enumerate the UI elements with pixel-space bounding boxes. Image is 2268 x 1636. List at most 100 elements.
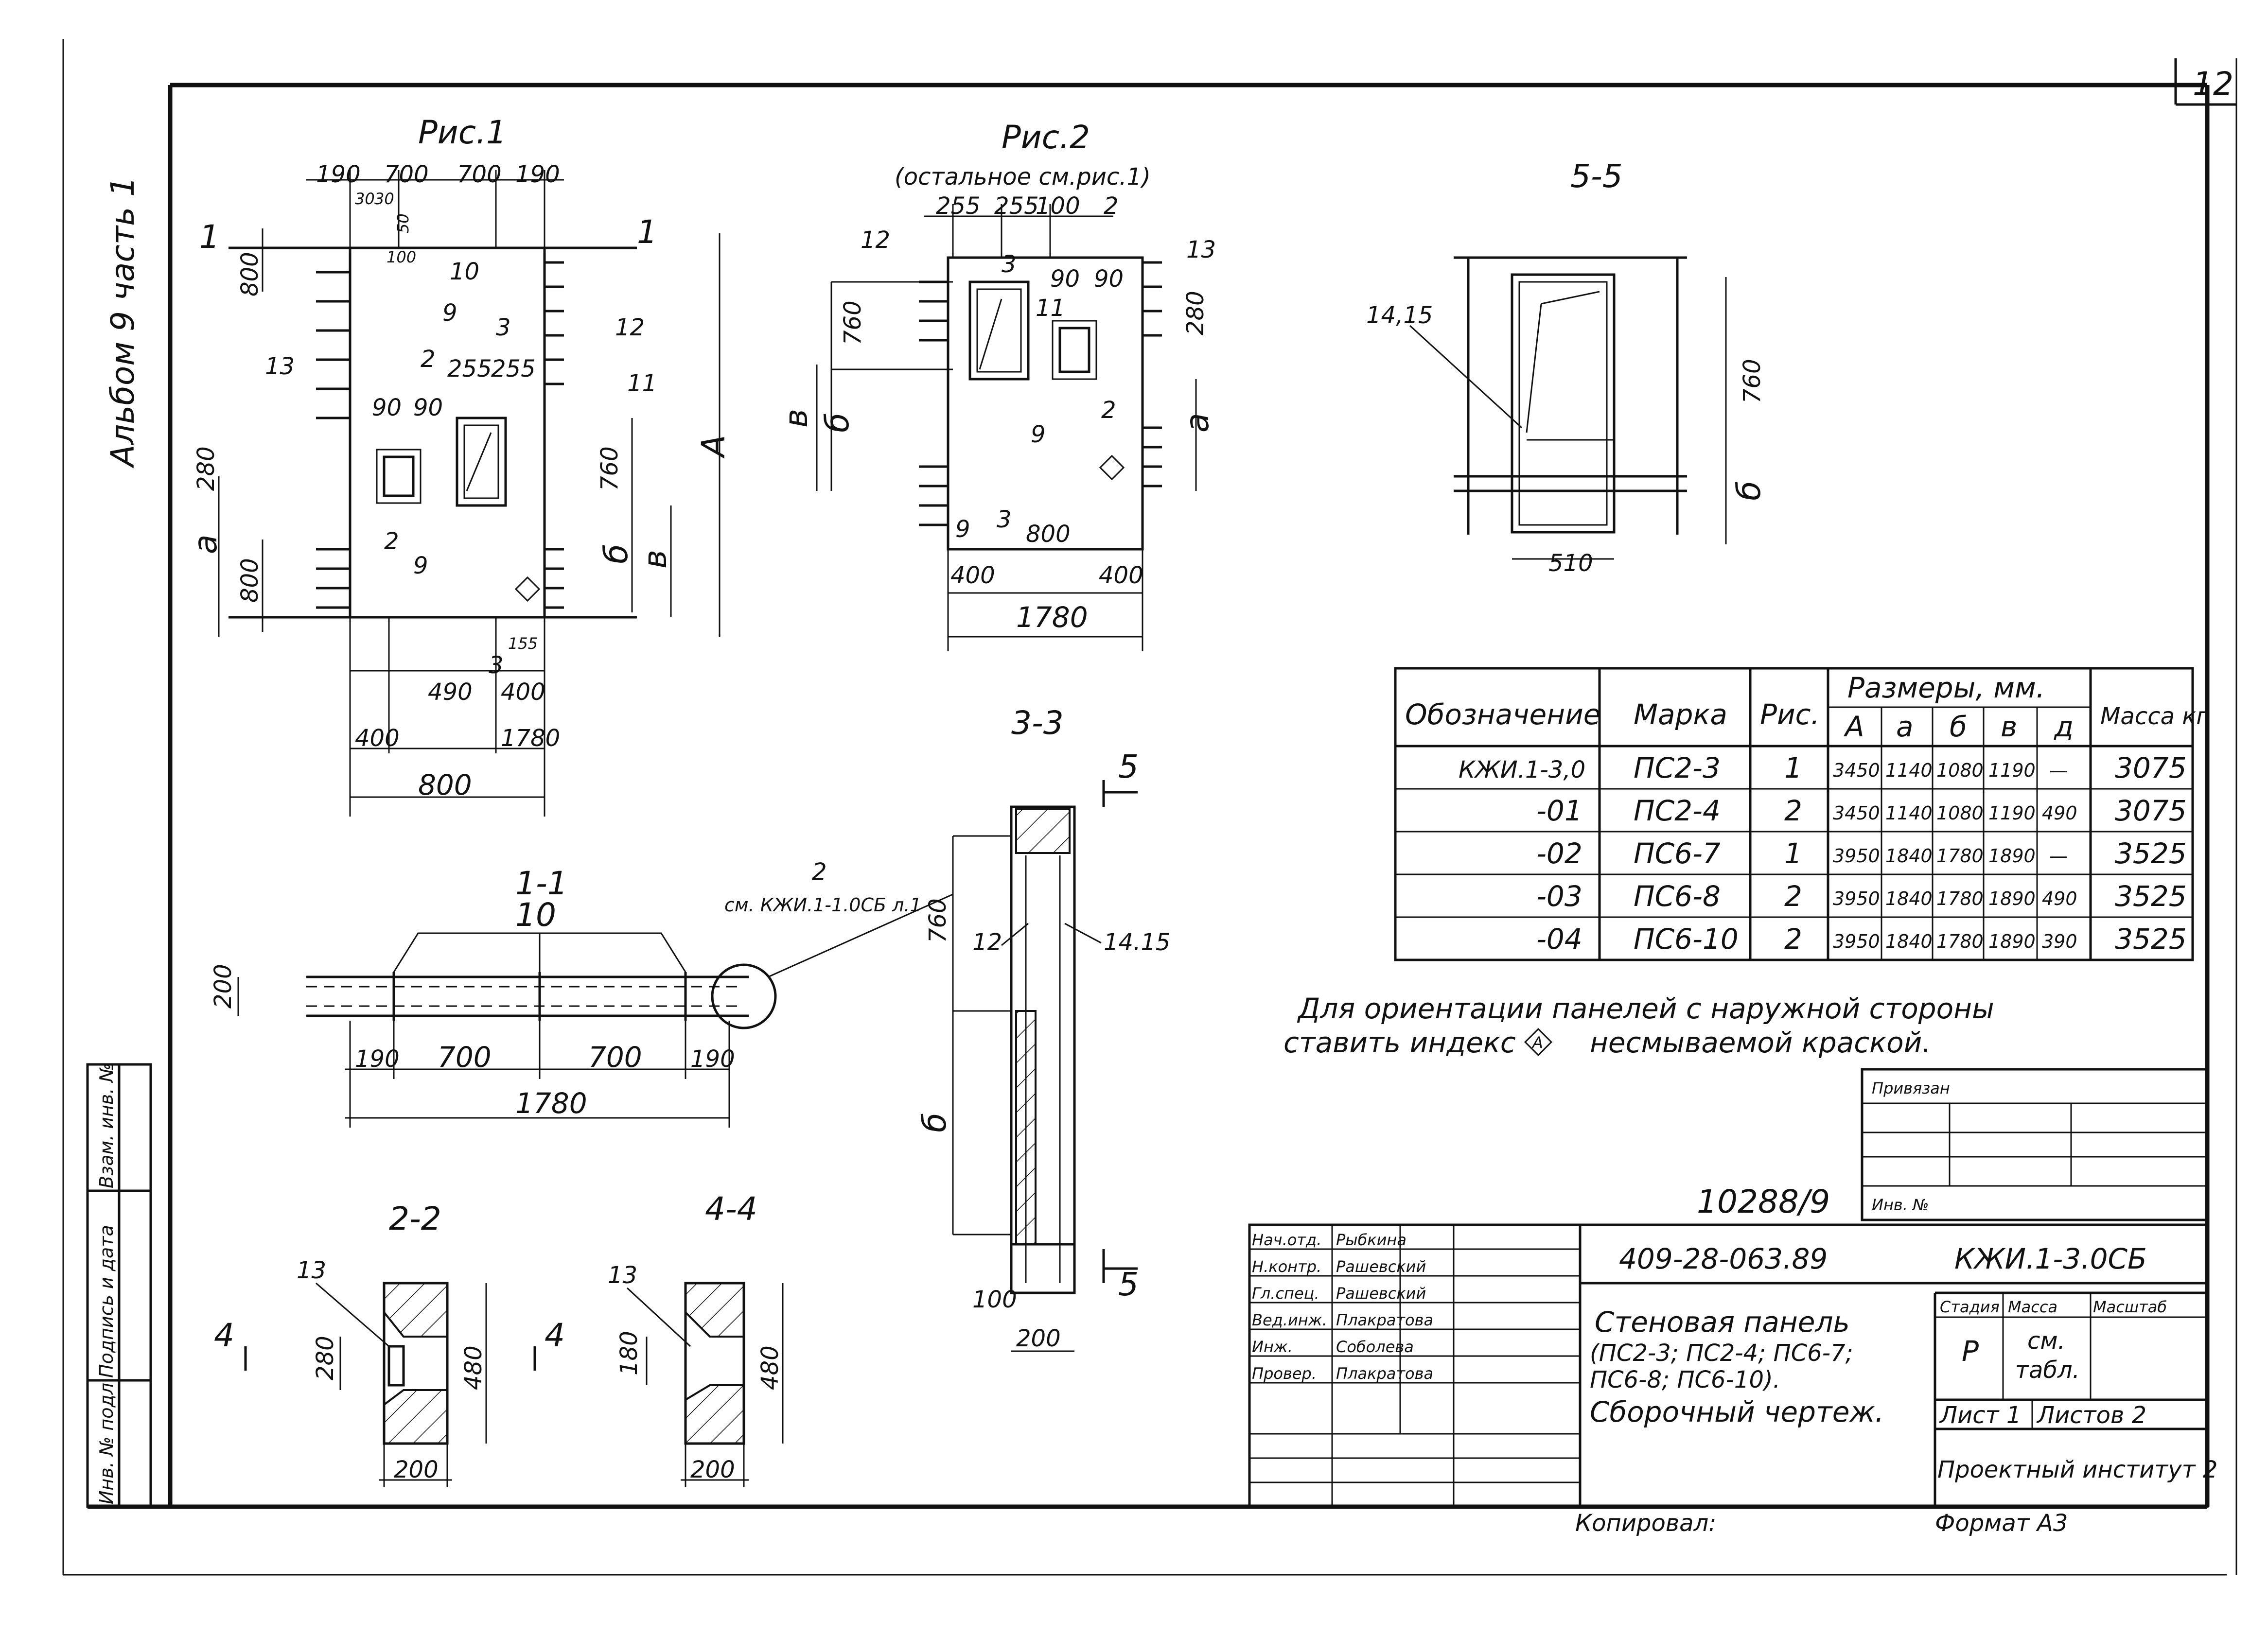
album-label: Альбом 9 часть 1 [104, 176, 141, 469]
orientation-index-letter: А [1531, 1033, 1543, 1052]
sec33-label-1415: 14.15 [1104, 929, 1170, 956]
fig1-label-3b: 3 [489, 652, 504, 679]
fig2-dim-1780: 1780 [1016, 601, 1088, 634]
fig1-label-1b: 1 [637, 213, 657, 251]
row3-b: 1780 [1936, 845, 1984, 867]
note-line-2a: ставить индекс [1283, 1026, 1516, 1059]
side-stamp-replace: Взам. инв. № [96, 1063, 117, 1188]
fig1-title: Рис.1 [418, 114, 507, 151]
mass-label: Масса [2008, 1298, 2057, 1316]
fig2-dim-400a: 400 [950, 562, 995, 589]
fig1-dim-30b: 30 [374, 190, 394, 208]
sec22-dim-280: 280 [312, 1336, 339, 1380]
table-col-A: А [1843, 710, 1864, 743]
sec11-label-2: 2 [812, 858, 827, 886]
fig1-dim-90b: 90 [413, 394, 443, 421]
sec33-title: 3-3 [1011, 704, 1064, 742]
row3-d: — [2049, 845, 2068, 867]
fig2-dim-255a: 255 [936, 192, 981, 220]
stamp-role-3: Гл.спец. [1252, 1284, 1319, 1303]
row4-mark: ПС6-8 [1634, 880, 1721, 913]
sec33-label-5a: 5 [1118, 748, 1139, 785]
fig2-dim-255b: 255 [994, 192, 1039, 220]
fig1-dim-1780: 800 [418, 768, 472, 801]
title-block [1248, 1223, 2209, 1508]
fig2-label-3b: 3 [997, 506, 1012, 533]
fig2-dim-90b: 90 [1094, 265, 1124, 293]
fig1-dim-400a: 400 [355, 725, 400, 752]
row4-d: 490 [2042, 888, 2077, 909]
sheets-label: Листов 2 [2036, 1402, 2146, 1429]
row5-v: 1890 [1988, 931, 2036, 952]
fig1-dim-490: 400 [501, 679, 545, 706]
sec55-dim-b: б [1730, 481, 1768, 501]
mass-value-2: табл. [2015, 1357, 2080, 1384]
row2-A: 3450 [1833, 802, 1880, 824]
row3-v: 1890 [1988, 845, 2036, 867]
fig1-dim-400b: 1780 [501, 725, 560, 752]
row5-A: 3950 [1833, 931, 1880, 952]
sec22-dim-200: 200 [394, 1456, 439, 1483]
section-4-4: 4-4 13 180 480 200 [608, 1190, 784, 1487]
fig2-label-3a: 3 [1002, 251, 1017, 278]
fig1-dim-760: 760 [596, 446, 623, 491]
side-stamp [86, 1063, 152, 1508]
approval-label: Привязан [1872, 1079, 1950, 1097]
section-1-1: 1-1 10 2 см. КЖИ.1-1.0СБ л.1 200 190 700… [210, 858, 953, 1128]
row4-b: 1780 [1936, 888, 1984, 909]
doc-title-4: Сборочный чертеж. [1590, 1395, 1884, 1428]
table-row: -04 ПС6-10 2 3950 1840 1780 1890 390 352… [1536, 922, 2187, 956]
row2-v: 1190 [1988, 802, 2036, 824]
stage-value: Р [1962, 1335, 1979, 1368]
fig2-dim-760: 760 [839, 300, 866, 345]
figure-2: Рис.2 (остальное см.рис.1) 255 [777, 119, 1216, 651]
fig1-dim-800top: 800 [236, 252, 264, 296]
sec33-label-12: 12 [972, 929, 1002, 956]
row3-mass: 3525 [2115, 837, 2187, 870]
sec11-dim-1780: 1780 [515, 1087, 587, 1120]
row5-fig: 2 [1784, 922, 1802, 956]
fig1-dim-50: 50 [394, 213, 412, 233]
fig2-label-2b: 2 [1101, 397, 1116, 424]
sec55-dim-760: 760 [1739, 359, 1766, 403]
table-header-dimensions: Размеры, мм. [1847, 671, 2045, 704]
sec22-label-13: 13 [297, 1257, 326, 1284]
row4-fig: 2 [1784, 880, 1802, 913]
table-header-mass: Масса кг [2100, 703, 2209, 730]
sec44-label-13: 13 [608, 1262, 637, 1289]
row5-mark: ПС6-10 [1634, 922, 1739, 956]
sheet-number: 12 [2193, 65, 2233, 103]
row1-mark: ПС2-3 [1634, 751, 1721, 784]
row3-a: 1840 [1885, 845, 1933, 867]
fig1-label-12: 12 [615, 314, 645, 341]
sec22-title: 2-2 [389, 1200, 441, 1237]
row2-a: 1140 [1885, 802, 1933, 824]
fig1-label-2a: 2 [421, 346, 436, 373]
sec33-dim-760: 760 [924, 898, 951, 943]
stamp-name-2: Рашевский [1336, 1257, 1426, 1276]
sec44-dim-480: 480 [756, 1345, 784, 1390]
sec11-dim-700b: 700 [588, 1041, 642, 1074]
row5-designation: -04 [1536, 922, 1582, 956]
row4-v: 1890 [1988, 888, 2036, 909]
fig1-label-a: а [187, 535, 224, 554]
spec-table [1394, 667, 2194, 961]
doc-number: 409-28-063.89 [1619, 1242, 1828, 1275]
table-col-a: а [1896, 710, 1914, 743]
fig2-label-9b: 9 [955, 516, 970, 543]
fig1-dim-700b: 700 [457, 161, 502, 188]
fig1-dim-90a: 90 [372, 394, 402, 421]
section-5-5: 5-5 14,15 760 б 510 [1366, 157, 1768, 577]
sec11-dim-190a: 190 [355, 1045, 400, 1073]
table-header-designation: Обозначение [1405, 698, 1600, 731]
fig2-label-11: 11 [1036, 295, 1065, 322]
doc-title-1: Стеновая панель [1595, 1305, 1850, 1339]
sec55-dim-510: 510 [1548, 550, 1593, 577]
row1-designation: КЖИ.1-3,0 [1459, 756, 1585, 783]
sec11-dim-200: 200 [210, 964, 237, 1009]
fig2-dim-800: 800 [1026, 521, 1071, 548]
fig1-label-13: 13 [265, 353, 295, 380]
doc-title-3: ПС6-8; ПС6-10). [1590, 1366, 1780, 1393]
doc-title-2: (ПС2-3; ПС2-4; ПС6-7; [1590, 1340, 1853, 1367]
scale-label: Масштаб [2093, 1298, 2167, 1316]
